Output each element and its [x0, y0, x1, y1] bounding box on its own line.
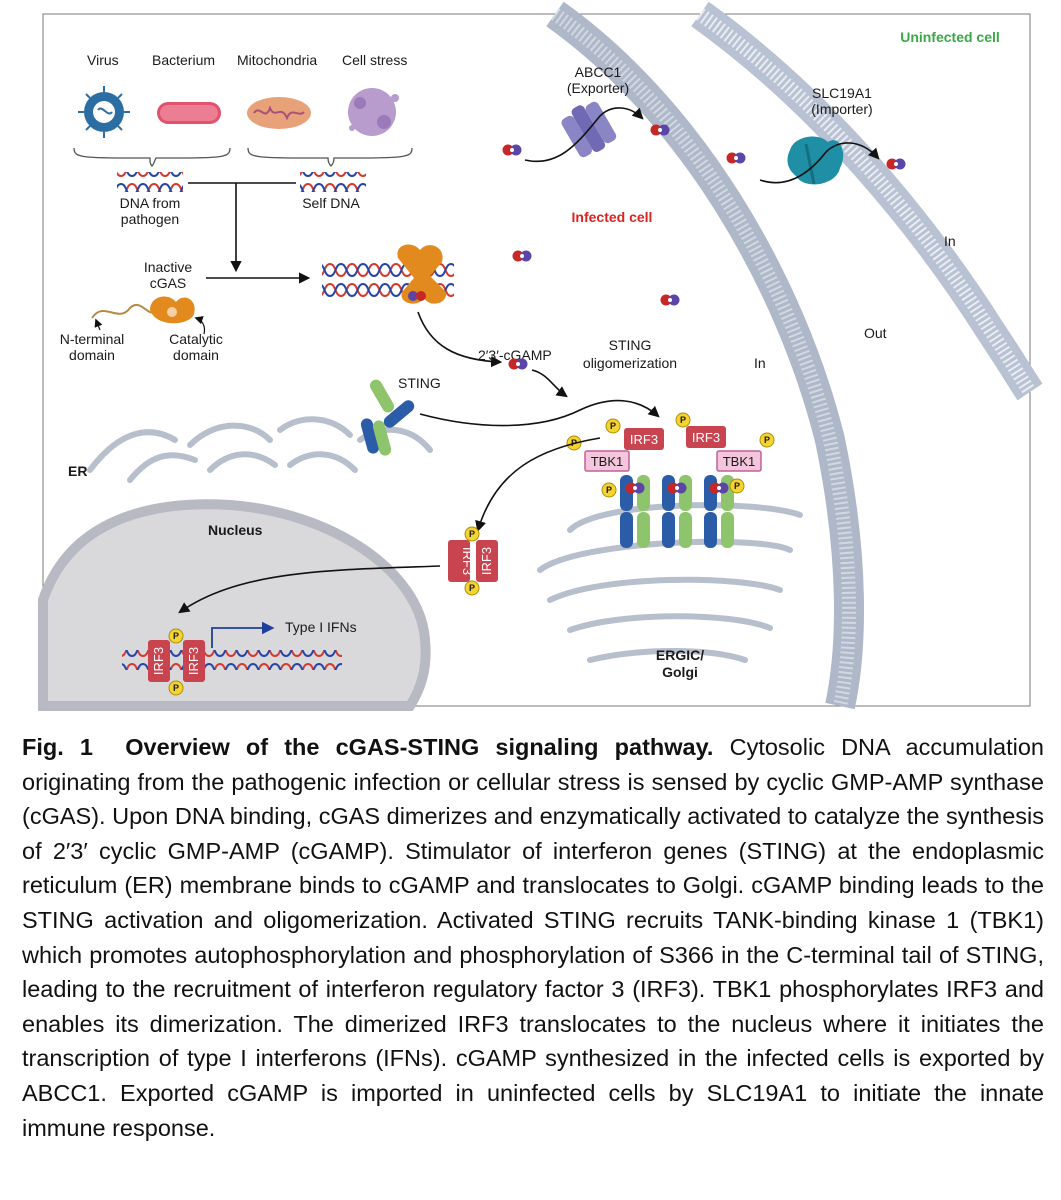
source-label-virus: Virus	[87, 52, 119, 68]
svg-text:TBK1: TBK1	[723, 454, 756, 469]
slc19a1-label: SLC19A1	[812, 85, 872, 101]
irf3-right: IRF3	[686, 426, 726, 448]
svg-text:P: P	[734, 481, 740, 491]
ergic-golgi-label: ERGIC/	[656, 647, 704, 663]
n-terminal-label-2: domain	[69, 347, 115, 363]
svg-text:P: P	[606, 485, 612, 495]
sting-olig-label: STING	[609, 337, 652, 353]
infected-cell-label: Infected cell	[572, 209, 653, 225]
abcc1-label-2: (Exporter)	[567, 80, 629, 96]
bacterium-icon	[157, 102, 221, 124]
n-terminal-pointer	[94, 318, 103, 331]
irf3-dimer-nucleus: IRF3 IRF3 P P	[148, 628, 205, 696]
uninfected-cell-label: Uninfected cell	[900, 29, 1000, 45]
svg-text:P: P	[610, 421, 616, 431]
svg-text:IRF3: IRF3	[692, 430, 720, 445]
inactive-cgas-label-2: cGAS	[150, 275, 187, 291]
svg-text:P: P	[680, 415, 686, 425]
self-brace	[247, 147, 413, 167]
svg-text:IRF3: IRF3	[479, 547, 494, 575]
irf3-release-arrow	[475, 437, 601, 533]
plasma-membrane-uninfected	[691, 1, 1043, 401]
phospho-group: P P P P P P	[566, 412, 775, 498]
nucleus-label: Nucleus	[208, 522, 263, 538]
irf3-left: IRF3	[624, 428, 664, 450]
source-label-mitochondria: Mitochondria	[237, 52, 317, 68]
n-terminal-label: N-terminal	[60, 331, 125, 347]
catalytic-label-2: domain	[173, 347, 219, 363]
mitochondria-icon	[247, 97, 311, 129]
abcc1-export-arrow	[524, 107, 644, 163]
sting-translocation-arrow	[419, 399, 660, 427]
slc19a1-label-2: (Importer)	[811, 101, 872, 117]
source-label-bacterium: Bacterium	[152, 52, 215, 68]
tbk1-right: TBK1	[716, 450, 762, 472]
type1-ifns-label: Type I IFNs	[285, 619, 357, 635]
inactive-cgas-icon	[91, 296, 195, 324]
er-label: ER	[68, 463, 87, 479]
caption-title: Overview of the cGAS-STING signaling pat…	[125, 734, 714, 760]
active-cgas-dna-complex	[322, 244, 454, 304]
tbk1-left: TBK1	[584, 450, 630, 472]
svg-text:IRF3: IRF3	[186, 647, 201, 675]
plasma-membrane-infected	[546, 1, 864, 710]
abcc1-label: ABCC1	[575, 64, 622, 80]
slc19a1-import-arrow	[759, 142, 880, 184]
sting-olig-label-2: oligomerization	[583, 355, 677, 371]
caption-text: Cytosolic DNA accumulation originating f…	[22, 734, 1044, 1141]
svg-text:P: P	[469, 583, 475, 593]
caption-label: Fig. 1	[22, 734, 93, 760]
cgamp-to-sting-arrow	[531, 369, 568, 398]
pathogen-brace	[73, 147, 231, 167]
ergic-golgi-label-2: Golgi	[662, 664, 698, 680]
inactive-cgas-label: Inactive	[144, 259, 192, 275]
svg-text:IRF3: IRF3	[460, 547, 475, 575]
in-label-infected: In	[754, 355, 766, 371]
self-dna-icon	[300, 172, 366, 192]
svg-text:P: P	[764, 435, 770, 445]
catalytic-label: Catalytic	[169, 331, 223, 347]
out-label: Out	[864, 325, 887, 341]
dna-from-pathogen-label-2: pathogen	[121, 211, 179, 227]
irf3-dimer-cytosol: IRF3 IRF3 P P	[448, 526, 498, 596]
self-dna-label: Self DNA	[302, 195, 360, 211]
cgamp-label: 2′3′-cGAMP	[478, 347, 552, 363]
sting-label: STING	[398, 375, 441, 391]
nuclear-dna	[122, 650, 342, 670]
svg-text:P: P	[469, 529, 475, 539]
catalytic-pointer	[194, 316, 206, 335]
transcription-arrow	[211, 621, 275, 648]
nuclear-entry-arrow	[178, 565, 441, 614]
svg-text:P: P	[173, 683, 179, 693]
dna-from-pathogen-label: DNA from	[120, 195, 181, 211]
svg-text:TBK1: TBK1	[591, 454, 624, 469]
pathogen-dna-icon	[117, 172, 183, 192]
dna-merge-arrows	[188, 182, 311, 284]
svg-text:P: P	[173, 631, 179, 641]
sting-dimer-icon	[360, 379, 415, 456]
svg-text:IRF3: IRF3	[151, 647, 166, 675]
cell-stress-icon	[348, 88, 399, 136]
virus-icon	[78, 86, 130, 138]
figure-caption: Fig. 1 Overview of the cGAS-STING signal…	[22, 730, 1044, 1145]
source-label-cell-stress: Cell stress	[342, 52, 407, 68]
svg-text:IRF3: IRF3	[630, 432, 658, 447]
cgamp-synthesis-arrow	[417, 311, 503, 368]
in-label-uninfected: In	[944, 233, 956, 249]
pathway-figure: Virus Bacterium Mitochondria Cell stress…	[38, 1, 1043, 711]
